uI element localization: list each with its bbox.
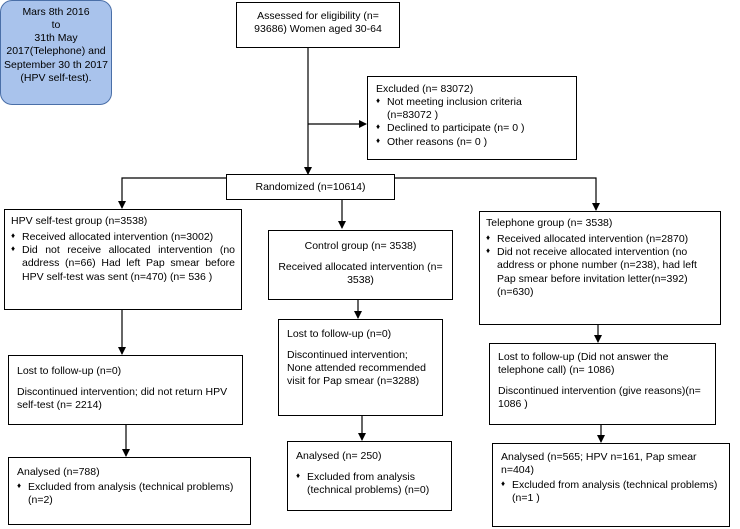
hpv-group-item: Did not receive allocated intervention (… bbox=[11, 244, 235, 283]
date-line: September 30 th 2017 bbox=[4, 58, 108, 71]
line-branch-right bbox=[395, 177, 600, 211]
hpv-analysed-count: Analysed (n=788) bbox=[17, 466, 100, 478]
telephone-analysed-list: Excluded from analysis (technical proble… bbox=[501, 479, 721, 505]
excluded-item: Declined to participate (n= 0 ) bbox=[376, 122, 568, 135]
control-followup-box: Lost to follow-up (n=0) Discontinued int… bbox=[278, 319, 443, 416]
hpv-group-list: Received allocated intervention (n=3002)… bbox=[11, 231, 235, 284]
telephone-analysed-count: Analysed (n=565; HPV n=161, Pap smear n=… bbox=[501, 451, 697, 477]
date-line: to bbox=[51, 19, 61, 32]
date-line: (HPV self-test). bbox=[20, 71, 92, 84]
telephone-followup-discontinued: Discontinued intervention (give reasons)… bbox=[498, 385, 701, 411]
hpv-followup-box: Lost to follow-up (n=0) Discontinued int… bbox=[8, 355, 243, 425]
control-followup-discontinued: Discontinued intervention; None attended… bbox=[287, 349, 426, 388]
hpv-analysed-list: Excluded from analysis (technical proble… bbox=[17, 481, 242, 507]
control-analysed-count: Analysed (n= 250) bbox=[296, 450, 382, 462]
telephone-analysed-box: Analysed (n=565; HPV n=161, Pap smear n=… bbox=[492, 443, 730, 527]
excluded-item: Not meeting inclusion criteria (n=83072 … bbox=[376, 96, 568, 122]
hpv-group-title: HPV self-test group (n=3538) bbox=[11, 215, 148, 227]
control-group-received: Received allocated intervention (n= 3538… bbox=[278, 261, 443, 287]
telephone-group-list: Received allocated intervention (n=2870)… bbox=[486, 233, 714, 299]
control-analysed-excluded: Excluded from analysis (technical proble… bbox=[296, 471, 443, 497]
date-line: 31th May bbox=[34, 32, 78, 45]
control-analysed-box: Analysed (n= 250) Excluded from analysis… bbox=[287, 441, 452, 511]
excluded-box: Excluded (n= 83072) Not meeting inclusio… bbox=[367, 76, 577, 160]
assessed-box: Assessed for eligibility (n= 93686) Wome… bbox=[236, 2, 400, 48]
line-branch-left bbox=[118, 177, 226, 209]
hpv-analysed-box: Analysed (n=788) Excluded from analysis … bbox=[8, 457, 251, 525]
randomized-text: Randomized (n=10614) bbox=[255, 181, 366, 193]
date-range-box: Mars 8th 2016 to 31th May 2017(Telephone… bbox=[0, 0, 112, 105]
control-group-title: Control group (n= 3538) bbox=[304, 240, 417, 252]
telephone-group-item: Received allocated intervention (n=2870) bbox=[486, 233, 714, 246]
telephone-group-box: Telephone group (n= 3538) Received alloc… bbox=[479, 211, 721, 325]
control-followup-lost: Lost to follow-up (n=0) bbox=[287, 328, 392, 340]
control-group-box: Control group (n= 3538) Received allocat… bbox=[268, 230, 453, 300]
telephone-followup-lost: Lost to follow-up (Did not answer the te… bbox=[498, 351, 669, 377]
hpv-analysed-excluded: Excluded from analysis (technical proble… bbox=[17, 481, 242, 507]
excluded-item: Other reasons (n= 0 ) bbox=[376, 136, 568, 149]
hpv-followup-discontinued: Discontinued intervention; did not retur… bbox=[17, 386, 228, 412]
randomized-box: Randomized (n=10614) bbox=[226, 174, 395, 200]
telephone-analysed-excluded: Excluded from analysis (technical proble… bbox=[501, 479, 721, 505]
excluded-list: Not meeting inclusion criteria (n=83072 … bbox=[376, 96, 568, 149]
telephone-group-title: Telephone group (n= 3538) bbox=[486, 217, 613, 229]
date-line: 2017(Telephone) and bbox=[6, 45, 106, 58]
excluded-title: Excluded (n= 83072) bbox=[376, 83, 474, 95]
date-line: Mars 8th 2016 bbox=[22, 6, 90, 18]
telephone-followup-box: Lost to follow-up (Did not answer the te… bbox=[489, 343, 716, 425]
hpv-followup-lost: Lost to follow-up (n=0) bbox=[17, 365, 122, 377]
telephone-group-item: Did not receive allocated intervention (… bbox=[486, 246, 714, 299]
hpv-group-box: HPV self-test group (n=3538) Received al… bbox=[4, 209, 242, 310]
hpv-group-item: Received allocated intervention (n=3002) bbox=[11, 231, 235, 244]
assessed-text: Assessed for eligibility (n= 93686) Wome… bbox=[254, 10, 382, 36]
control-analysed-list: Excluded from analysis (technical proble… bbox=[296, 471, 443, 497]
